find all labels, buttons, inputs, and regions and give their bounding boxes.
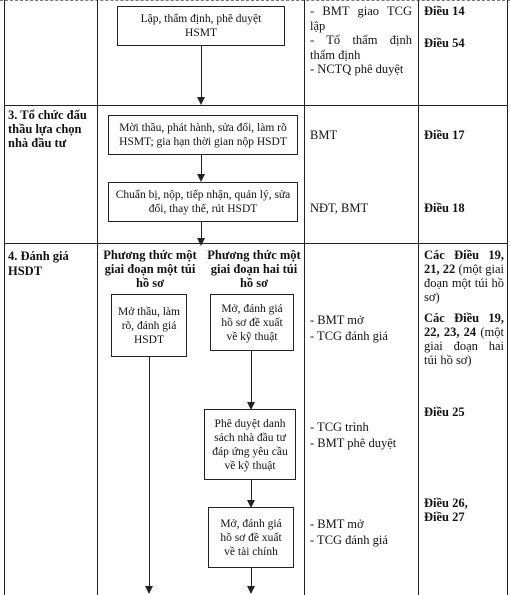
flow-box-hsmt-text: Lập, thẩm định, phê duyệt HSMT [140, 13, 262, 39]
table-border-left [4, 0, 5, 595]
row3-responsible-6: - TCG đánh giá [310, 533, 388, 547]
row3-articles-one-envelope: Các Điều 19, 21, 22 (một giai đoạn một t… [424, 248, 504, 304]
flow-line-2 [201, 155, 202, 175]
row3-responsible-3: - TCG trình [310, 420, 369, 434]
flow-line-right-3 [251, 568, 252, 587]
arrow-down-icon [247, 586, 255, 594]
row3-responsible-4: - BMT phê duyệt [310, 436, 397, 450]
row1-article-14: Điều 14 [424, 4, 465, 18]
arrow-down-icon [247, 500, 255, 508]
flow-box-financial: Mở, đánh giá hồ sơ đề xuất về tài chính [208, 507, 294, 568]
row1-responsible-2: - Tổ thẩm định thẩm định [310, 33, 412, 62]
row1-responsible-1: - BMT giao TCG lập [310, 4, 412, 33]
flow-line-right-2 [251, 480, 252, 504]
row3-articles-26-27: Điều 26, Điều 27 [424, 496, 468, 524]
method-two-envelope-heading: Phương thức một giai đoạn hai túi hồ sơ [207, 248, 301, 290]
column-divider-2 [304, 0, 305, 595]
column-divider-3 [418, 0, 419, 595]
row3-article-25: Điều 25 [424, 405, 465, 419]
step-3-title: 3. Tổ chức đấu thầu lựa chọn nhà đầu tư [8, 108, 87, 150]
flow-box-open-evaluate-text: Mở thầu, làm rõ, đánh giá HSDT [118, 305, 180, 346]
flow-box-approve-list-text: Phê duyệt danh sách nhà đầu tư đáp ứng y… [212, 417, 288, 472]
arrow-down-icon [197, 238, 205, 246]
arrow-down-icon [197, 97, 205, 105]
row3-responsible-2: - TCG đánh giá [310, 329, 388, 343]
row-divider-1 [4, 105, 508, 106]
row3-articles-one-envelope-note: (một giai đoạn một túi hồ sơ) [424, 262, 504, 304]
flow-box-open-evaluate: Mở thầu, làm rõ, đánh giá HSDT [111, 294, 187, 357]
flow-line-right-1 [251, 351, 252, 406]
flow-box-submission-text: Chuẩn bị, nộp, tiếp nhận, quản lý, sửa đ… [115, 189, 291, 215]
method-one-envelope-heading: Phương thức một giai đoạn một túi hồ sơ [103, 248, 197, 290]
top-edge [0, 0, 510, 1]
row-divider-2 [4, 243, 508, 244]
arrow-down-icon [197, 174, 205, 182]
table-border-right [507, 0, 508, 595]
flow-box-invitation: Mời thầu, phát hành, sửa đổi, làm rõ HSM… [108, 115, 298, 155]
row3-articles-two-envelope: Các Điều 19, 22, 23, 24 (một giai đoạn h… [424, 311, 504, 367]
row3-articles-two-envelope-bold: Các Điều 19, 22, 23, 24 [424, 311, 504, 339]
row2-responsible-1: BMT [310, 128, 338, 142]
flow-box-approve-list: Phê duyệt danh sách nhà đầu tư đáp ứng y… [204, 409, 296, 480]
flow-box-invitation-text: Mời thầu, phát hành, sửa đổi, làm rõ HSM… [119, 122, 287, 148]
row1-article-54: Điều 54 [424, 36, 465, 50]
flow-box-submission: Chuẩn bị, nộp, tiếp nhận, quản lý, sửa đ… [108, 182, 298, 222]
row2-article-17: Điều 17 [424, 128, 465, 142]
flow-line-1 [201, 46, 202, 98]
row3-articles-one-envelope-bold: Các Điều 19, 21, 22 [424, 248, 504, 276]
flow-box-hsmt: Lập, thẩm định, phê duyệt HSMT [117, 6, 285, 46]
flow-line-3 [201, 222, 202, 242]
column-divider-1 [97, 0, 98, 595]
step-4-title: 4. Đánh giá HSDT [8, 249, 69, 278]
arrow-down-icon [247, 402, 255, 410]
flow-box-technical-text: Mở, đánh giá hồ sơ đề xuất về kỹ thuật [221, 302, 283, 343]
flow-line-left [149, 357, 150, 587]
flow-box-financial-text: Mở, đánh giá hồ sơ đề xuất về tài chính [220, 517, 282, 558]
row1-responsible-3: - NCTQ phê duyệt [310, 62, 404, 76]
flow-box-technical: Mở, đánh giá hồ sơ đề xuất về kỹ thuật [210, 294, 294, 351]
row3-responsible-5: - BMT mở [310, 517, 364, 531]
row2-article-18: Điều 18 [424, 201, 465, 215]
row2-responsible-2: NĐT, BMT [310, 201, 369, 215]
arrow-down-icon [145, 586, 153, 594]
row3-articles-two-envelope-note: (một giai đoạn hai túi hồ sơ) [424, 325, 504, 367]
row3-responsible-1: - BMT mở [310, 313, 364, 327]
